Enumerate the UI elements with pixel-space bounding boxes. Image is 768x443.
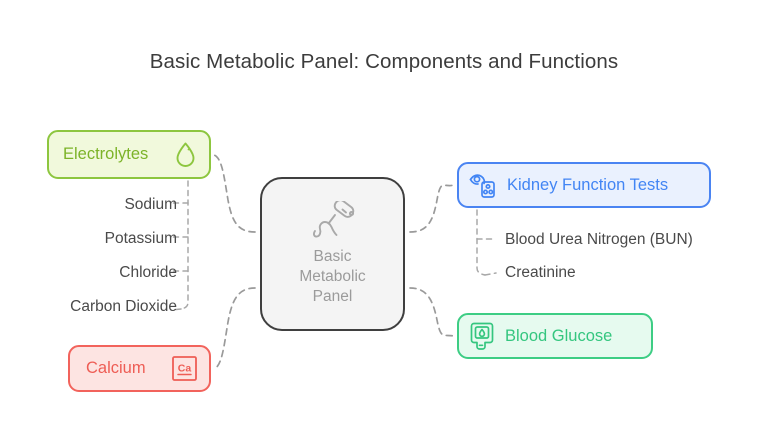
glucose-meter-icon [469, 322, 495, 350]
node-calcium-label: Calcium [86, 359, 146, 377]
connector-kidney-creatinine [484, 272, 497, 276]
lancet-finger-test-icon [307, 201, 359, 243]
connector-electrolytes-spine [180, 180, 189, 310]
water-droplet-icon [174, 141, 197, 168]
node-blood-glucose-label: Blood Glucose [505, 326, 613, 345]
node-blood-glucose[interactable]: Blood Glucose [457, 313, 653, 359]
connector-center-to-electrolytes [213, 154, 256, 233]
page-title: Basic Metabolic Panel: Components and Fu… [149, 50, 619, 73]
connector-center-to-glucose [409, 287, 455, 337]
leaf-kidney-creatinine: Creatinine [505, 264, 576, 281]
leaf-electrolytes-potassium: Potassium [104, 230, 177, 247]
leaf-electrolytes-chloride: Chloride [119, 264, 177, 281]
urinalysis-eye-specimen-icon [469, 171, 497, 199]
svg-text:Ca: Ca [178, 363, 192, 375]
leaf-electrolytes-sodium: Sodium [124, 196, 177, 213]
node-calcium[interactable]: Calcium Ca [68, 345, 211, 392]
node-kidney-function-tests-label: Kidney Function Tests [507, 175, 669, 194]
node-electrolytes-label: Electrolytes [63, 145, 149, 163]
connector-center-to-kidney [409, 184, 455, 233]
leaf-kidney-blood-urea-nitrogen: Blood Urea Nitrogen (BUN) [505, 231, 693, 248]
node-kidney-function-tests[interactable]: Kidney Function Tests [457, 162, 711, 208]
center-node-label: Basic Metabolic Panel [299, 248, 366, 305]
element-tile-ca-icon: Ca [171, 355, 198, 382]
leaf-electrolytes-carbon-dioxide: Carbon Dioxide [70, 298, 177, 315]
connector-kidney-spine [476, 209, 486, 276]
connector-center-to-calcium [213, 287, 256, 370]
node-electrolytes[interactable]: Electrolytes [47, 130, 211, 179]
center-node-basic-metabolic-panel[interactable]: Basic Metabolic Panel [260, 177, 405, 331]
